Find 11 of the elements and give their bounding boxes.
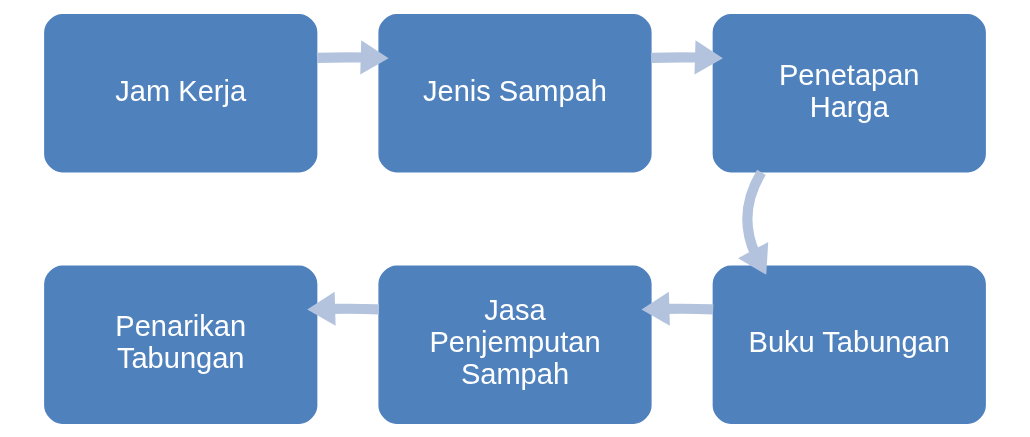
node-box: Jasa Penjemputan Sampah (378, 265, 652, 424)
arrow (738, 169, 769, 275)
arrow (641, 291, 714, 326)
node-box: Penarikan Tabungan (44, 265, 318, 424)
arrow (316, 39, 389, 74)
node-box: Buku Tabungan (712, 265, 986, 424)
arrow (307, 291, 380, 326)
node-box: Jenis Sampah (378, 13, 652, 172)
arrow (651, 39, 723, 74)
node-box: Penetapan Harga (712, 13, 986, 172)
node-box: Jam Kerja (44, 13, 318, 172)
